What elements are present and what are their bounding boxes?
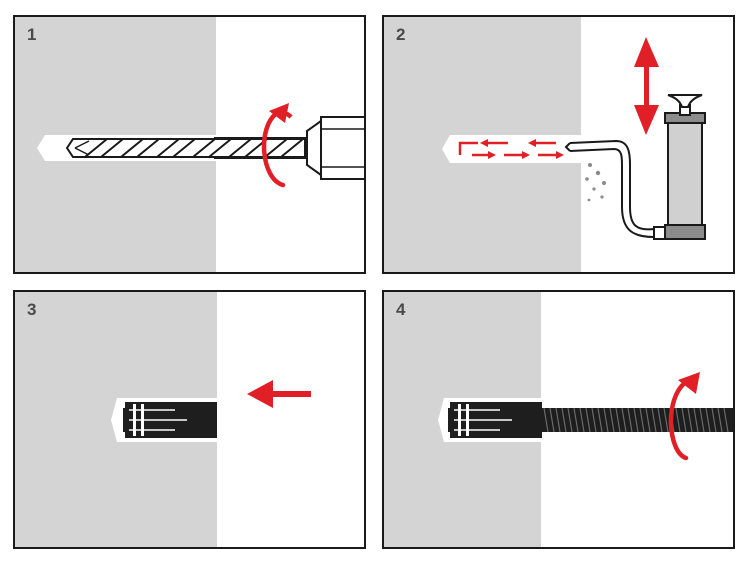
dust-particles — [585, 163, 606, 202]
tighten-illustration — [384, 292, 733, 547]
step-3-panel: 3 — [13, 290, 366, 549]
wall-anchor — [123, 402, 217, 438]
wall-anchor — [448, 402, 542, 438]
step-4-panel: 4 — [382, 290, 735, 549]
pump-hose — [564, 139, 668, 238]
blow-pump — [664, 94, 706, 240]
cleaning-illustration — [384, 17, 706, 272]
threaded-bolt — [540, 407, 733, 433]
step-number: 4 — [396, 300, 406, 319]
insert-direction-arrow-icon — [247, 380, 311, 408]
rotation-arrow-icon — [261, 103, 293, 188]
step-2-panel: 2 — [382, 15, 735, 274]
airflow-arrows-icon — [458, 139, 564, 159]
drill-bit — [65, 138, 306, 158]
pump-up-down-arrow-icon — [634, 37, 659, 135]
step-1-panel: 1 — [13, 15, 366, 274]
step-number: 1 — [27, 25, 37, 44]
rotation-arrow-icon — [668, 372, 700, 461]
insert-illustration — [15, 292, 311, 547]
drill-chuck — [306, 116, 364, 180]
step-number: 3 — [27, 300, 37, 319]
step-number: 2 — [396, 25, 406, 44]
drilled-hole — [442, 135, 581, 163]
drill-illustration — [15, 17, 364, 272]
